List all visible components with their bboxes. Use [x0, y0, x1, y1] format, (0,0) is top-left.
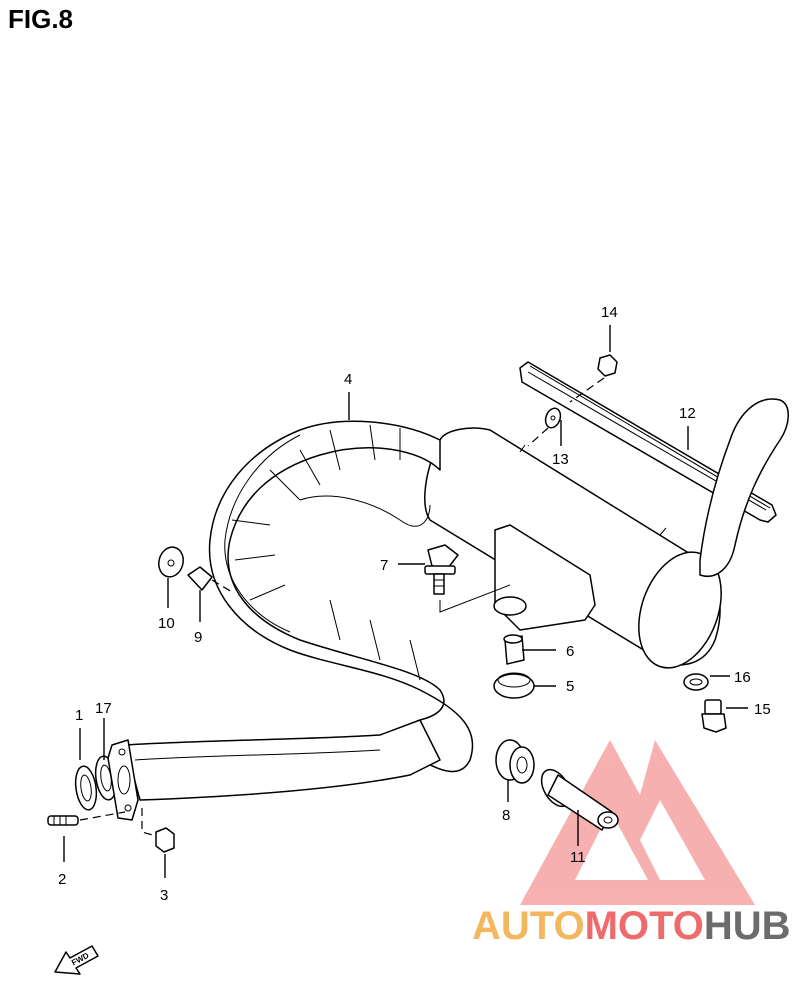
watermark-logo-icon [520, 740, 755, 905]
callout-10[interactable]: 10 [158, 615, 175, 632]
callouts: 1 2 3 4 5 6 7 8 9 10 11 12 13 14 15 16 1… [58, 304, 771, 904]
part-3-nut[interactable] [141, 808, 175, 853]
callout-8[interactable]: 8 [502, 807, 510, 824]
part-10-washer[interactable] [156, 544, 187, 579]
part-14-nut[interactable] [527, 354, 618, 447]
callout-3[interactable]: 3 [160, 887, 168, 904]
part-7-bolt[interactable] [424, 544, 511, 613]
callout-17[interactable]: 17 [95, 700, 112, 717]
exhaust-front-pipe[interactable] [124, 719, 441, 801]
figure-title: FIG.8 [8, 4, 74, 34]
callout-11[interactable]: 11 [570, 849, 586, 866]
part-5-grommet[interactable] [493, 672, 535, 699]
watermark-part-auto: AUTO [472, 904, 585, 948]
callout-13[interactable]: 13 [552, 451, 569, 468]
part-16-gasket[interactable] [683, 673, 709, 691]
watermark-part-hub: HUB [703, 904, 791, 948]
part-1-gasket[interactable] [73, 765, 99, 811]
part-2-stud-bolt[interactable] [47, 811, 126, 826]
part-11-collar[interactable] [536, 765, 619, 831]
part-15-plug[interactable] [701, 699, 727, 733]
part-4-muffler[interactable] [208, 398, 789, 773]
exhaust-flange[interactable] [107, 739, 139, 821]
callout-9[interactable]: 9 [194, 629, 202, 646]
callout-16[interactable]: 16 [734, 669, 751, 686]
part-9-collar[interactable] [187, 566, 233, 593]
watermark-text: AUTOMOTOHUB [472, 904, 791, 949]
leader-lines [63, 325, 748, 878]
part-12-heat-shield[interactable] [519, 361, 777, 523]
watermark-part-moto: MOTO [584, 904, 704, 948]
callout-7[interactable]: 7 [380, 557, 388, 574]
callout-1[interactable]: 1 [75, 707, 83, 724]
callout-15[interactable]: 15 [754, 701, 771, 718]
callout-2[interactable]: 2 [58, 871, 66, 888]
callout-5[interactable]: 5 [566, 678, 574, 695]
fwd-arrow-icon: FWD [54, 945, 99, 975]
part-13-washer[interactable] [543, 406, 563, 430]
part-8-grommet[interactable] [495, 739, 535, 784]
callout-14[interactable]: 14 [601, 304, 618, 321]
part-6-collar[interactable] [503, 634, 525, 665]
callout-12[interactable]: 12 [679, 405, 696, 422]
callout-4[interactable]: 4 [344, 371, 352, 388]
callout-6[interactable]: 6 [566, 643, 574, 660]
